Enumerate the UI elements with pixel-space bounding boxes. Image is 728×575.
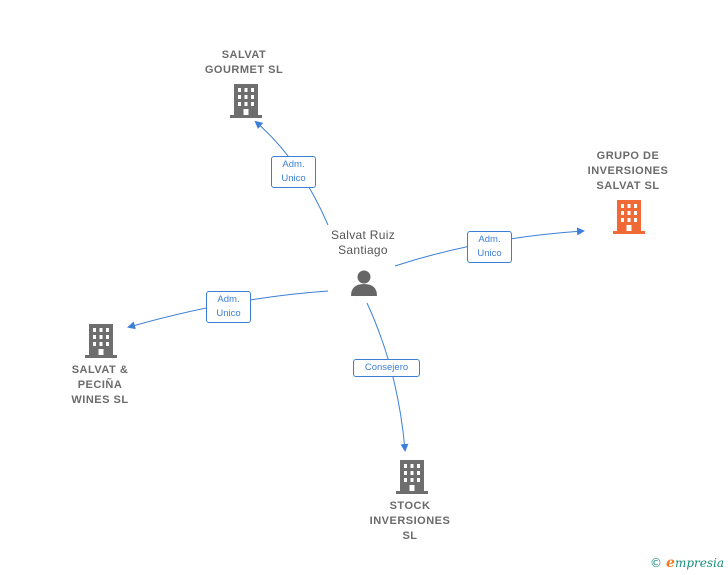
edge-label-stock: Consejero	[353, 359, 420, 377]
edge-label-pecina: Adm. Unico	[206, 291, 251, 323]
person-name[interactable]: Salvat Ruiz Santiago	[331, 228, 395, 257]
company-name-gourmet[interactable]: SALVAT GOURMET SL	[204, 49, 284, 76]
company-name-stock[interactable]: STOCK INVERSIONES SL	[369, 500, 451, 542]
brand-name: mpresia	[674, 556, 724, 570]
company-name-grupo[interactable]: GRUPO DE INVERSIONES SALVAT SL	[587, 150, 669, 192]
edge-label-grupo: Adm. Unico	[467, 231, 512, 263]
person-icon[interactable]	[349, 268, 379, 298]
company-name-pecina[interactable]: SALVAT & PECIÑA WINES SL	[71, 364, 129, 406]
building-icon[interactable]	[230, 84, 262, 118]
building-icon[interactable]	[85, 324, 117, 358]
building-icon[interactable]	[396, 460, 428, 494]
brand-initial: e	[666, 555, 675, 571]
edge-label-gourmet: Adm. Unico	[271, 156, 316, 188]
empresia-logo[interactable]: ©empresia	[650, 555, 724, 571]
copyright-symbol: ©	[650, 556, 663, 570]
building-icon-highlight[interactable]	[613, 200, 645, 234]
